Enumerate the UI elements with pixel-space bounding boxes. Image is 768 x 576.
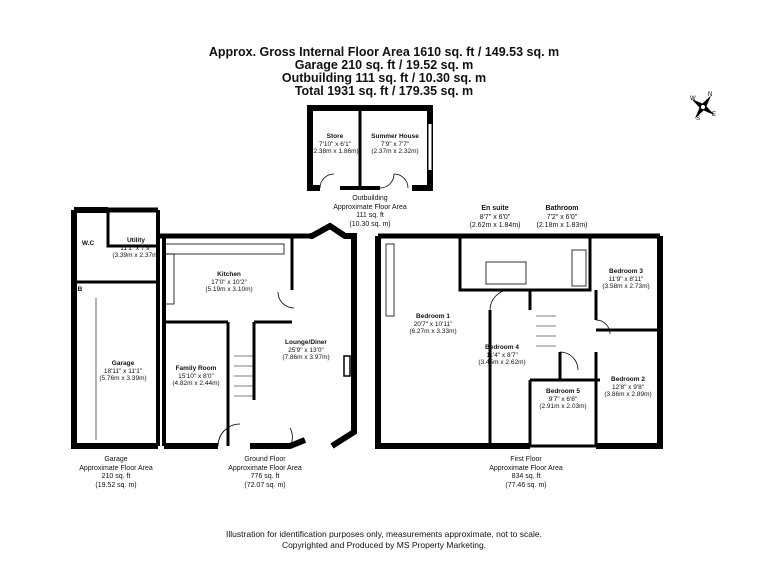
- total-area-title: Total 1931 sq. ft / 179.35 sq. m: [294, 84, 474, 98]
- compass-e: E: [712, 112, 716, 118]
- garage-area-title: Garage 210 sq. ft / 19.52 sq. m: [294, 58, 474, 72]
- room-b: B: [77, 286, 83, 293]
- copyright-text: Copyrighted and Produced by MS Property …: [281, 540, 487, 550]
- compass-icon: [691, 95, 715, 119]
- ground-floor-walls: [106, 207, 357, 449]
- room-wc: W.C: [81, 240, 95, 247]
- compass-w: W: [690, 96, 696, 102]
- first-floor-walls: [375, 233, 663, 449]
- disclaimer-text: Illustration for identification purposes…: [226, 529, 542, 539]
- gross-area-title: Approx. Gross Internal Floor Area 1610 s…: [208, 45, 560, 59]
- compass-s: S: [696, 116, 700, 122]
- outbuilding-area-title: Outbuilding 111 sq. ft / 10.30 sq. m: [281, 71, 487, 85]
- outbuilding-walls: [307, 105, 433, 191]
- compass-n: N: [708, 92, 712, 98]
- garage-walls: [71, 207, 160, 449]
